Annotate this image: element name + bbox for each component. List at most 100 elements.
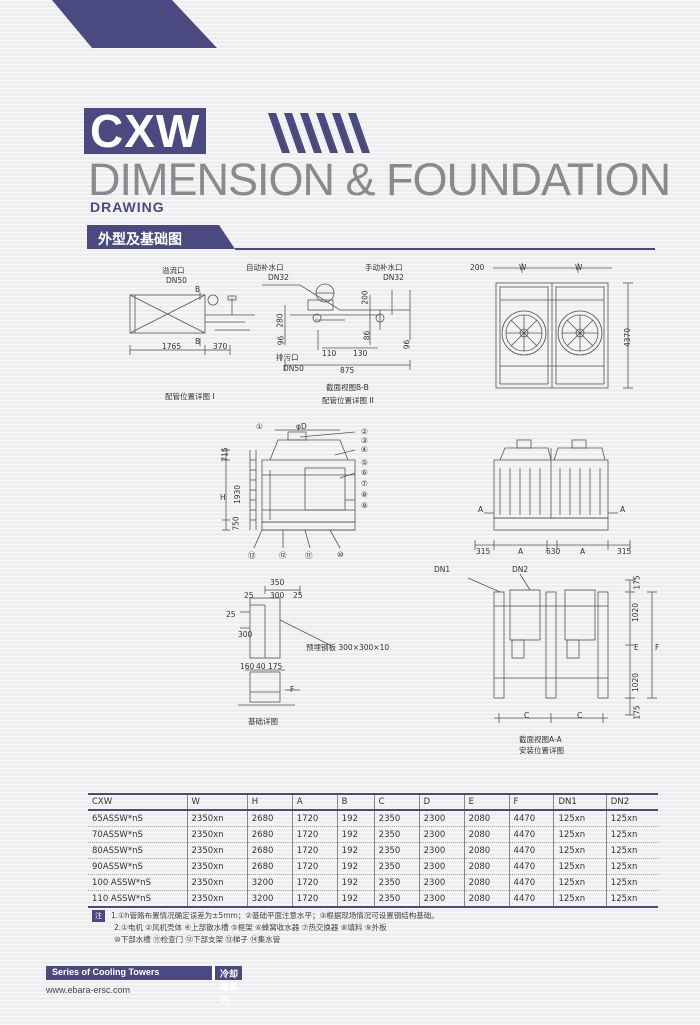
dim-c-1: C xyxy=(524,711,530,720)
col-header-d: D xyxy=(418,793,465,811)
table-cell: 2080 xyxy=(463,826,510,843)
dim-715: 715 xyxy=(220,447,230,462)
table-cell: 2080 xyxy=(463,890,510,908)
series-label-en: Series of Cooling Towers xyxy=(52,967,160,977)
table-cell: 2350 xyxy=(373,858,420,875)
dim-280: 280 xyxy=(275,313,285,328)
callout-9: ⑨ xyxy=(361,501,368,510)
dim-175-foundation: 175 xyxy=(268,662,283,671)
dim-315-right: 315 xyxy=(617,547,632,556)
embedded-plate-label: 预埋钢板 300×300×10 xyxy=(306,643,390,652)
callout-1: ① xyxy=(256,422,263,431)
table-cell: 125xn xyxy=(605,890,658,908)
table-cell: 3200 xyxy=(246,874,293,891)
dim-750: 750 xyxy=(231,516,241,531)
dim-350: 350 xyxy=(270,578,285,587)
col-header-dn2: DN2 xyxy=(605,793,658,811)
install-detail-label: 安装位置详图 xyxy=(519,746,564,755)
table-row: 80ASSW*nS 2350xn 2680 1720 192 2350 2300… xyxy=(88,842,658,859)
auto-fill-label: 自动补水口 xyxy=(246,263,284,272)
table-cell: 2680 xyxy=(246,842,293,859)
table-cell: 2350xn xyxy=(186,842,248,859)
footer-separator xyxy=(212,966,215,980)
callout-11: ⑪ xyxy=(305,551,313,560)
col-header-h: H xyxy=(246,793,293,811)
table-cell: 2350 xyxy=(373,810,420,827)
plan-view-drawing xyxy=(493,263,633,389)
table-cell: 1720 xyxy=(291,842,338,859)
table-cell: 4470 xyxy=(508,842,554,859)
table-row: 100 ASSW*nS 2350xn 3200 1720 192 2350 23… xyxy=(88,874,658,891)
table-cell: 2350xn xyxy=(186,890,248,908)
dim-86: 86 xyxy=(362,330,372,341)
table-cell: 1720 xyxy=(291,874,338,891)
table-cell: 192 xyxy=(336,858,375,875)
dim-130: 130 xyxy=(353,349,368,358)
table-cell: 2680 xyxy=(246,826,293,843)
dim-160: 160 xyxy=(240,662,255,671)
dim-a-2: A xyxy=(580,547,586,556)
dim-f-foundation: F xyxy=(290,685,295,694)
table-cell: 125xn xyxy=(605,858,658,875)
section-title: 外型及基础图 xyxy=(98,232,182,248)
table-cell: 125xn xyxy=(553,890,607,908)
dim-1020-top: 1020 xyxy=(631,602,641,623)
footer-series-bar: Series of Cooling Towers 冷却塔系列 xyxy=(46,966,242,1005)
table-cell: 4470 xyxy=(508,826,554,843)
table-cell: 2080 xyxy=(463,874,510,891)
dim-w-1: W xyxy=(519,263,527,272)
callout-12: ⑫ xyxy=(279,551,287,560)
table-cell: 192 xyxy=(336,890,375,908)
callout-4: ④ xyxy=(361,445,368,454)
dim-1020-bottom: 1020 xyxy=(631,672,641,693)
table-row: 65ASSW*nS 2350xn 2680 1720 192 2350 2300… xyxy=(88,810,658,827)
table-header-row: CXW W H A B C D E F DN1 DN2 xyxy=(88,793,658,811)
spec-table: CXW W H A B C D E F DN1 DN2 65ASSW*nS 23… xyxy=(88,793,658,908)
table-row: 70ASSW*nS 2350xn 2680 1720 192 2350 2300… xyxy=(88,826,658,843)
table-cell: 2300 xyxy=(418,874,465,891)
table-cell: 110 ASSW*nS xyxy=(88,890,187,908)
table-cell: 2300 xyxy=(418,826,465,843)
callout-3: ③ xyxy=(361,436,368,445)
drain-label: 排污口 xyxy=(276,353,299,362)
dim-4370: 4370 xyxy=(623,327,633,348)
section-header-bar xyxy=(87,225,235,249)
table-cell: 125xn xyxy=(553,810,607,827)
dim-110: 110 xyxy=(322,349,337,358)
notes-tag: 注 xyxy=(92,910,105,922)
section-mark-a-right: A xyxy=(620,505,626,514)
callout-5: ⑤ xyxy=(361,458,368,467)
website-url: www.ebara-ersc.com xyxy=(46,985,131,995)
installation-detail-drawing xyxy=(467,573,657,723)
model-title: CXW xyxy=(84,108,207,154)
table-cell: 70ASSW*nS xyxy=(88,826,187,843)
section-aa-label: 截面视图A-A xyxy=(519,735,562,744)
callout-2: ② xyxy=(361,427,368,436)
table-cell: 1720 xyxy=(291,826,338,843)
table-cell: 2300 xyxy=(418,858,465,875)
table-row: 90ASSW*nS 2350xn 2680 1720 192 2350 2300… xyxy=(88,858,658,875)
pipe-detail-1-drawing xyxy=(129,292,255,355)
notes-line-2: 2.①电机 ②风机壳体 ④上部散水槽 ⑤框架 ⑥蜂窝收水器 ⑦热交换器 ⑧填料 … xyxy=(114,923,387,932)
table-cell: 3200 xyxy=(246,890,293,908)
table-cell: 1720 xyxy=(291,858,338,875)
table-cell: 4470 xyxy=(508,810,554,827)
table-cell: 90ASSW*nS xyxy=(88,858,187,875)
table-row: 110 ASSW*nS 2350xn 3200 1720 192 2350 23… xyxy=(88,890,658,908)
dim-96a: 96 xyxy=(276,335,286,346)
table-cell: 2350 xyxy=(373,874,420,891)
table-cell: 192 xyxy=(336,842,375,859)
table-cell: 2300 xyxy=(418,890,465,908)
table-cell: 125xn xyxy=(553,874,607,891)
dim-25-top: 25 xyxy=(244,591,254,600)
table-cell: 2680 xyxy=(246,810,293,827)
table-cell: 192 xyxy=(336,810,375,827)
dim-40: 40 xyxy=(256,662,266,671)
overflow-label: 溢流口 xyxy=(162,266,185,275)
table-cell: 192 xyxy=(336,874,375,891)
table-cell: 2350xn xyxy=(186,810,248,827)
col-header-f: F xyxy=(508,793,554,811)
